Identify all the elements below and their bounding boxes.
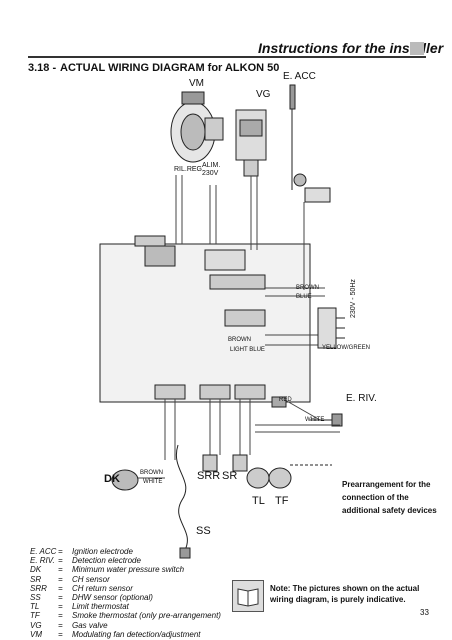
legend-row: VG = Gas valve [30, 621, 221, 630]
legend-code: DK [30, 565, 42, 575]
main-board-drawing [99, 235, 311, 408]
prearrangement-note: Prearrangement for the connection of the… [342, 478, 442, 517]
legend-code: VM [30, 629, 42, 639]
wire-label-brown-dk: BROWN [140, 470, 163, 476]
legend: E. ACC=Ignition electrode E. RIV.=Detect… [30, 547, 221, 639]
label-230v-50hz: 230V - 50Hz [350, 279, 357, 318]
label-srr: SRR [197, 470, 221, 482]
legend-code: SRR [30, 583, 47, 593]
label-230v: 230V [202, 170, 219, 177]
prearrangement-line-2: connection of the [342, 493, 409, 502]
legend-row: DK = Minimum water pressure switch [30, 565, 221, 574]
legend-row: TL = Limit thermostat [30, 602, 221, 611]
legend-code: E. ACC [30, 547, 57, 556]
pressure-switch-drawing [111, 469, 139, 491]
ignition-electrode-drawing [289, 84, 331, 203]
wire-label-white-dk: WHITE [143, 479, 163, 485]
note-text: Note: The pictures shown on the actual w… [270, 583, 430, 605]
section-title: ACTUAL WIRING DIAGRAM for ALKON 50 [60, 62, 280, 74]
label-vm: VM [189, 78, 204, 89]
legend-desc: Detection electrode [72, 556, 141, 566]
header-rule [28, 56, 426, 58]
note-line-2: wiring diagram, is purely indicative. [270, 595, 406, 604]
label-dk: DK [104, 473, 120, 485]
legend-row: VM = Modulating fan detection/adjustment [30, 630, 221, 639]
legend-code: SR [30, 574, 42, 584]
label-alim: ALIM. [202, 162, 221, 169]
wire-label-blue: BLUE [296, 294, 312, 300]
label-eacc: E. ACC [283, 71, 316, 82]
book-glyph-icon [237, 588, 259, 607]
legend-eq: = [58, 620, 63, 630]
terminal-block-drawing [317, 307, 345, 349]
page-header-title: Instructions for the installer [258, 40, 444, 56]
legend-eq: = [58, 574, 63, 584]
legend-desc: Gas valve [72, 620, 108, 630]
manual-book-icon [232, 580, 264, 612]
legend-eq: = [58, 611, 63, 621]
wire-label-red: RED [279, 397, 292, 403]
legend-row: E. RIV.= Detection electrode [30, 556, 221, 565]
legend-eq: = [58, 629, 63, 639]
legend-code: E. RIV. [30, 556, 55, 566]
legend-code: SS [30, 593, 41, 603]
legend-code: VG [30, 620, 42, 630]
legend-eq: = [58, 547, 63, 556]
legend-eq: = [58, 565, 63, 575]
prearrangement-line-3: additional safety devices [342, 506, 437, 515]
label-rilreg: RIL.REG. [174, 166, 204, 173]
detection-electrode-drawing [310, 413, 343, 427]
fan-vm-drawing [170, 91, 224, 163]
legend-desc: Smoke thermostat (only pre-arrangement) [72, 611, 221, 621]
wire-label-lightblue: LIGHT BLUE [230, 347, 265, 353]
legend-desc: DHW sensor (optional) [72, 593, 153, 603]
header-marker [410, 42, 424, 55]
sensors-drawing [202, 454, 248, 472]
note-line-1: Note: The pictures shown on the actual [270, 584, 420, 593]
legend-desc: Ignition electrode [72, 547, 133, 556]
thermostats-drawing [246, 464, 332, 489]
legend-row: TF = Smoke thermostat (only pre-arrangemen… [30, 611, 221, 620]
legend-row: E. ACC= Ignition electrode [30, 547, 221, 556]
label-vg: VG [256, 89, 271, 100]
legend-eq: = [58, 593, 63, 603]
dhw-sensor-drawing [175, 444, 191, 559]
prearrangement-line-1: Prearrangement for the [342, 480, 431, 489]
label-tl: TL [252, 495, 265, 507]
label-sr: SR [222, 470, 238, 482]
legend-code: TL [30, 602, 40, 612]
page-number: 33 [420, 608, 429, 617]
legend-desc: CH sensor [72, 574, 110, 584]
legend-eq: = [58, 556, 63, 566]
legend-eq: = [58, 602, 63, 612]
gas-valve-drawing [235, 109, 267, 177]
legend-eq: = [58, 583, 63, 593]
legend-desc: Minimum water pressure switch [72, 565, 185, 575]
wire-label-brown-2: BROWN [228, 337, 251, 343]
wire-label-brown: BROWN [296, 285, 319, 291]
section-number: 3.18 - [28, 62, 57, 74]
label-ss: SS [196, 525, 211, 537]
label-eriv: E. RIV. [346, 393, 377, 404]
legend-desc: Modulating fan detection/adjustment [72, 629, 201, 639]
legend-desc: CH return sensor [72, 583, 133, 593]
wire-label-yellowgreen: YELLOW/GREEN [322, 345, 371, 351]
legend-row: SS = DHW sensor (optional) [30, 593, 221, 602]
legend-row: SRR = CH return sensor [30, 584, 221, 593]
legend-code: TF [30, 611, 40, 621]
legend-desc: Limit thermostat [72, 602, 129, 612]
legend-row: SR = CH sensor [30, 575, 221, 584]
label-tf: TF [275, 495, 289, 507]
wire-label-white: WHITE [305, 417, 325, 423]
